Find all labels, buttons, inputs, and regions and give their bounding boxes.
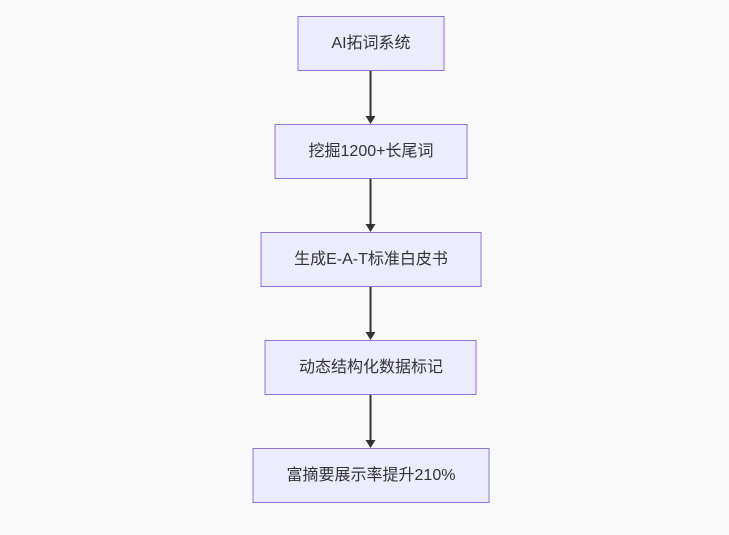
- arrow-down-icon: [366, 287, 376, 340]
- arrowhead-icon: [366, 332, 376, 340]
- flowchart-node-step-1: AI拓词系统: [297, 16, 445, 71]
- arrow-line: [370, 395, 372, 440]
- arrowhead-icon: [366, 440, 376, 448]
- arrowhead-icon: [366, 116, 376, 124]
- flowchart-node-step-3: 生成E-A-T标准白皮书: [260, 232, 482, 287]
- node-label: 动态结构化数据标记: [298, 358, 443, 376]
- flowchart: AI拓词系统 挖掘1200+长尾词 生成E-A-T标准白皮书 动态结构化数据标记…: [252, 16, 490, 503]
- node-label: AI拓词系统: [331, 34, 411, 52]
- arrow-down-icon: [366, 179, 376, 232]
- flowchart-node-step-2: 挖掘1200+长尾词: [274, 124, 468, 179]
- node-label: 挖掘1200+长尾词: [308, 142, 434, 160]
- arrow-line: [370, 179, 372, 224]
- arrow-down-icon: [366, 395, 376, 448]
- arrow-line: [370, 71, 372, 116]
- arrow-down-icon: [366, 71, 376, 124]
- flowchart-node-step-5: 富摘要展示率提升210%: [252, 448, 490, 503]
- flowchart-node-step-4: 动态结构化数据标记: [264, 340, 477, 395]
- arrowhead-icon: [366, 224, 376, 232]
- node-label: 富摘要展示率提升210%: [286, 466, 456, 484]
- node-label: 生成E-A-T标准白皮书: [294, 250, 448, 268]
- arrow-line: [370, 287, 372, 332]
